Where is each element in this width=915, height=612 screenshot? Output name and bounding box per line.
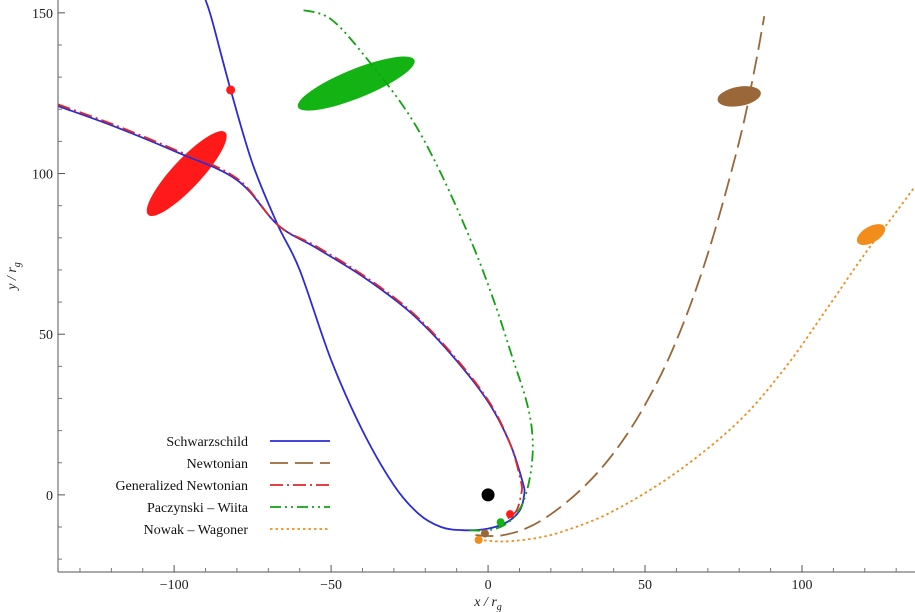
y-tick-label: 0 <box>46 489 53 504</box>
y-axis-label: y / rg <box>5 262 23 292</box>
x-axis-label: x / rg <box>473 595 502 612</box>
red-end-point <box>506 510 515 519</box>
series-newtonian <box>475 15 766 537</box>
series-nowak-wagoner <box>478 185 915 543</box>
paczynski-wiita-cloud <box>297 56 415 111</box>
green-end-point <box>496 518 505 527</box>
legend-label-schwarzschild: Schwarzschild <box>166 435 248 450</box>
black-hole-point <box>481 488 495 502</box>
red-start-point <box>226 85 236 95</box>
y-tick-label: 50 <box>39 328 53 343</box>
series-schwarzschild <box>58 0 526 532</box>
series-paczynski-wiita <box>299 8 534 532</box>
x-tick-label: −100 <box>160 578 189 593</box>
legend-label-nowak-wagoner: Nowak – Wagoner <box>144 523 249 538</box>
y-tick-label: 150 <box>32 7 53 22</box>
x-tick-label: −50 <box>320 578 342 593</box>
legend-label-paczynski-wiita: Paczynski – Wiita <box>147 501 249 516</box>
plot-area <box>58 0 915 544</box>
orange-end-point <box>474 535 483 544</box>
y-tick-label: 100 <box>32 168 53 183</box>
x-tick-label: 0 <box>485 578 492 593</box>
nowak-wagoner-cloud <box>856 224 886 246</box>
x-tick-label: 50 <box>638 578 652 593</box>
legend-label-generalized-newtonian: Generalized Newtonian <box>115 479 248 494</box>
legend-label-newtonian: Newtonian <box>187 457 248 472</box>
x-tick-label: 100 <box>791 578 812 593</box>
series-generalized-newtonian <box>58 103 523 520</box>
schwarzschild-cloud <box>146 131 227 217</box>
brown-end-point <box>480 529 489 538</box>
newtonian-cloud <box>717 86 761 107</box>
axes: −100 −50 0 50 100 0 50 100 150 <box>32 0 915 593</box>
